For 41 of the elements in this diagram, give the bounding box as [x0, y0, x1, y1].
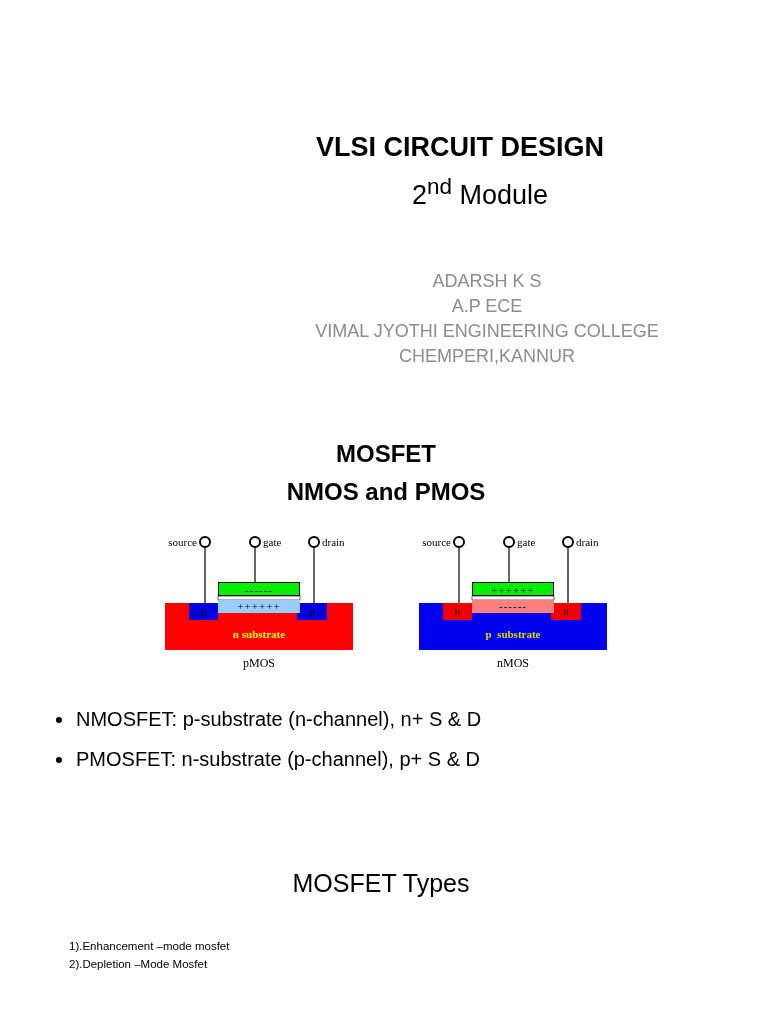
slide-title: MOSFET — [336, 440, 436, 468]
terminal-wire — [204, 547, 206, 604]
author-designation: A.P ECE — [451, 296, 523, 317]
drain-region: n — [551, 603, 581, 620]
slide-subtitle: NMOS and PMOS — [286, 478, 486, 506]
slide-subtitle: 2$^{nd}$ Module — [412, 174, 549, 211]
college-location: CHEMPERI,KANNUR — [399, 346, 575, 367]
terminal-label: gate — [263, 537, 282, 548]
terminal-label: source — [168, 537, 197, 548]
terminal-label: drain — [576, 537, 599, 548]
gate-electrode: ++++++ — [472, 582, 554, 596]
device-caption: nMOS — [497, 657, 529, 669]
channel-layer: ++++++ — [218, 600, 300, 613]
channel-layer: ------ — [472, 600, 554, 613]
device-caption: pMOS — [243, 657, 275, 669]
college-name: VIMAL JYOTHI ENGINEERING COLLEGE — [315, 321, 659, 342]
terminal-label: drain — [322, 537, 345, 548]
terminal-wire — [567, 547, 569, 604]
terminal-label: gate — [517, 537, 536, 548]
terminal-wire — [508, 547, 510, 583]
terminal-circle — [249, 536, 261, 548]
slide-title: MOSFET Types — [292, 869, 470, 898]
terminal-circle — [503, 536, 515, 548]
bullet-text: PMOSFET: n-substrate (p-channel), p+ S & D — [76, 748, 481, 771]
bullet-text: NMOSFET: p-substrate (n-channel), n+ S & D — [76, 708, 482, 731]
terminal-circle — [453, 536, 465, 548]
drain-region: p — [297, 603, 327, 620]
slide-title: VLSI CIRCUIT DESIGN — [316, 132, 604, 163]
terminal-wire — [458, 547, 460, 604]
terminal-wire — [254, 547, 256, 583]
source-region: p — [189, 603, 218, 620]
terminal-circle — [562, 536, 574, 548]
terminal-circle — [199, 536, 211, 548]
list-item: 2).Depletion –Mode Mosfet — [69, 958, 208, 970]
author-name: ADARSH K S — [432, 271, 542, 292]
terminal-wire — [313, 547, 315, 604]
source-region: n — [443, 603, 472, 620]
terminal-label: source — [422, 537, 451, 548]
terminal-circle — [308, 536, 320, 548]
list-item: 1).Enhancement –mode mosfet — [69, 940, 230, 952]
gate-electrode: ------ — [218, 582, 300, 596]
